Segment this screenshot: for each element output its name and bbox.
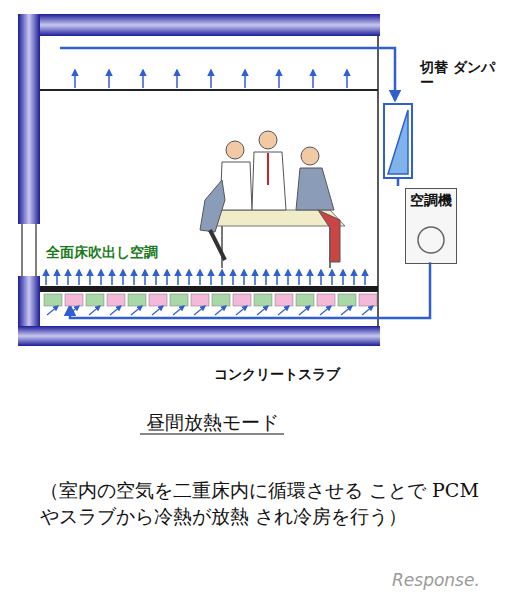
arrow: [173, 306, 184, 315]
arrow: [309, 270, 311, 285]
raised-floor: [40, 286, 378, 292]
floor-slab: [18, 326, 380, 346]
supply-arrows: [46, 270, 365, 285]
arrow: [142, 70, 144, 88]
pcm-cell: [212, 294, 230, 306]
pcm-cell: [317, 294, 335, 306]
arrow: [331, 270, 333, 285]
arrow: [176, 70, 178, 88]
arrow: [221, 270, 223, 285]
arrow: [177, 270, 179, 285]
arrow: [194, 306, 205, 315]
pcm-cell: [65, 294, 83, 306]
arrow: [152, 306, 163, 315]
arrow: [276, 270, 278, 285]
pcm-cell: [170, 294, 188, 306]
arrow: [278, 70, 280, 88]
arrow: [244, 70, 246, 88]
pcm-cell: [149, 294, 167, 306]
arrow: [299, 306, 310, 315]
pcm-cell: [233, 294, 251, 306]
arrow: [312, 70, 314, 88]
arrow: [353, 270, 355, 285]
arrow: [298, 270, 300, 285]
arrow: [188, 270, 190, 285]
arrow: [89, 306, 100, 315]
arrow: [166, 270, 168, 285]
arrow: [131, 306, 142, 315]
upper-wall: [18, 14, 40, 224]
ceiling: [40, 89, 378, 91]
caption-underline: [140, 434, 284, 435]
arrow: [110, 306, 121, 315]
caption-note: （室内の空気を二重床内に循環させる ことで PCM やスラブから冷熱が放熱 され…: [40, 478, 490, 529]
arrow: [111, 270, 113, 285]
arrow: [320, 270, 322, 285]
pcm-cell: [275, 294, 293, 306]
caption: 昼間放熱モード: [0, 410, 424, 436]
arrow: [362, 306, 373, 315]
arrow: [243, 270, 245, 285]
pcm-cell: [86, 294, 104, 306]
arrow: [133, 270, 135, 285]
return-arrows: [75, 70, 347, 88]
arrow: [364, 270, 366, 285]
roof-slab: [18, 14, 380, 36]
window: [35, 224, 37, 276]
arrow: [232, 270, 234, 285]
arrow: [45, 270, 47, 285]
arrow: [342, 270, 344, 285]
arrow: [100, 270, 102, 285]
pcm-cell: [128, 294, 146, 306]
arrow: [287, 270, 289, 285]
pcm-cells: [44, 294, 377, 315]
damper-box: [384, 104, 412, 178]
arrow: [210, 270, 212, 285]
arrow: [89, 270, 91, 285]
meeting-figures: [200, 131, 345, 268]
arrow: [155, 270, 157, 285]
arrow: [320, 306, 331, 315]
arrow: [56, 270, 58, 285]
arrow: [47, 306, 58, 315]
arrow: [74, 70, 76, 88]
arrow: [278, 306, 289, 315]
arrow: [68, 306, 79, 315]
arrow: [144, 270, 146, 285]
system-label: 全面床吹出し空調: [46, 244, 158, 262]
arrow: [236, 306, 247, 315]
watermark: Response.: [392, 570, 480, 590]
damper-label: 切替 ダンパー: [420, 60, 502, 91]
slab-label: コンクリートスラブ: [214, 366, 340, 384]
window: [21, 224, 23, 276]
arrow: [215, 306, 226, 315]
room-wall: [377, 36, 379, 326]
arrow: [78, 270, 80, 285]
arrow: [254, 270, 256, 285]
pcm-cell: [338, 294, 356, 306]
arrow: [108, 70, 110, 88]
arrow: [210, 70, 212, 88]
duct: [397, 178, 400, 186]
node-text: 空調機: [408, 192, 454, 210]
pcm-cell: [254, 294, 272, 306]
arrow: [346, 70, 348, 88]
damper-blade: [388, 110, 408, 174]
arrow: [265, 270, 267, 285]
arrow: [199, 270, 201, 285]
return-duct: [60, 48, 395, 100]
pcm-cell: [44, 294, 62, 306]
pcm-cell: [359, 294, 377, 306]
arrow: [122, 270, 124, 285]
arrow: [341, 306, 352, 315]
pcm-cell: [107, 294, 125, 306]
pcm-cell: [191, 294, 209, 306]
ac-unit: 空調機: [405, 188, 457, 264]
arrow: [257, 306, 268, 315]
arrow: [67, 270, 69, 285]
pcm-cell: [296, 294, 314, 306]
